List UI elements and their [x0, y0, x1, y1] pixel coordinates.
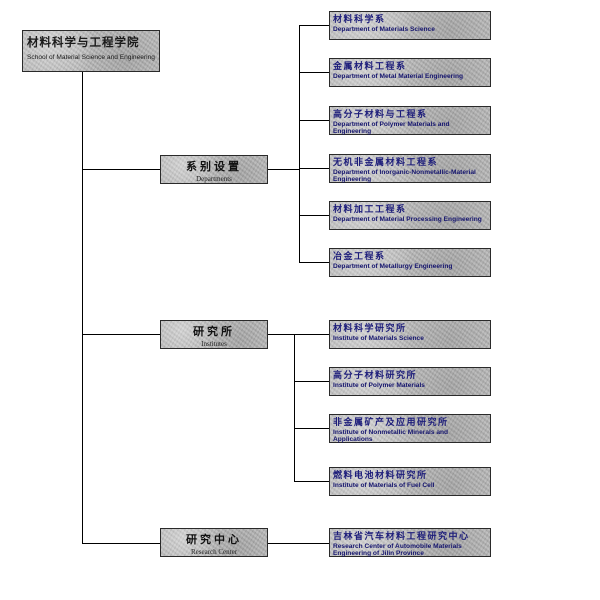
leaf-name-zh: 材料加工工程系 [333, 205, 407, 215]
leaf-name-en: Institute of Nonmetallic Minerals and Ap… [333, 429, 449, 443]
leaf-name-zh: 非金属矿产及应用研究所 [333, 418, 449, 428]
department-metallurgy-box: 冶金工程系 Department of Metallurgy Engineeri… [329, 248, 491, 277]
departments-branch-line [299, 120, 329, 121]
leaf-name-zh: 燃料电池材料研究所 [333, 471, 428, 481]
category-research-center-box: 研究中心 Research Center [160, 528, 268, 557]
institute-fuel-cell-box: 燃料电池材料研究所 Institute of Materials of Fuel… [329, 467, 491, 496]
leaf-name-zh: 无机非金属材料工程系 [333, 158, 439, 168]
leaf-name-zh: 材料科学系 [333, 15, 386, 25]
leaf-name-zh: 高分子材料研究所 [333, 371, 418, 381]
category-institutes-zh: 研究所 [193, 325, 235, 338]
institutes-branch-line [294, 381, 329, 382]
department-polymer-materials-box: 高分子材料与工程系 Department of Polymer Material… [329, 106, 491, 135]
institute-nonmetallic-minerals-box: 非金属矿产及应用研究所 Institute of Nonmetallic Min… [329, 414, 491, 443]
institutes-trunk-line [294, 334, 295, 481]
school-root-box: 材料科学与工程学院 School of Material Science and… [22, 30, 160, 72]
root-trunk-line [82, 72, 83, 544]
category-departments-box: 系别设置 Departments [160, 155, 268, 184]
departments-trunk-line [299, 25, 300, 263]
department-inorganic-nonmetallic-box: 无机非金属材料工程系 Department of Inorganic-Nonme… [329, 154, 491, 183]
department-material-processing-box: 材料加工工程系 Department of Material Processin… [329, 201, 491, 230]
institutes-branch-line [294, 428, 329, 429]
leaf-name-zh: 冶金工程系 [333, 252, 386, 262]
school-name-en: School of Material Science and Engineeri… [27, 54, 155, 61]
category-departments-zh: 系别设置 [186, 160, 242, 173]
leaf-name-en: Department of Metal Material Engineering [333, 73, 464, 80]
category-research-center-en: Research Center [190, 548, 238, 556]
leaf-name-en: Department of Materials Science [333, 26, 435, 33]
institutes-branch-line [294, 481, 329, 482]
school-name-zh: 材料科学与工程学院 [27, 35, 140, 49]
leaf-name-zh: 材料科学研究所 [333, 324, 407, 334]
connector-research-center [268, 543, 329, 544]
leaf-name-en: Institute of Materials of Fuel Cell [333, 482, 435, 489]
connector-root-institutes [82, 334, 160, 335]
leaf-name-en: Department of Polymer Materials and Engi… [333, 121, 450, 135]
institute-polymer-materials-box: 高分子材料研究所 Institute of Polymer Materials [329, 367, 491, 396]
departments-branch-line [299, 262, 329, 263]
leaf-name-en: Department of Material Processing Engine… [333, 216, 482, 223]
connector-root-research-center [82, 543, 160, 544]
department-materials-science-box: 材料科学系 Department of Materials Science [329, 11, 491, 40]
connector-root-departments [82, 169, 160, 170]
leaf-name-en: Research Center of Automobile Materials … [333, 543, 462, 557]
research-center-automobile-materials-box: 吉林省汽车材料工程研究中心 Research Center of Automob… [329, 528, 491, 557]
departments-branch-line [299, 215, 329, 216]
category-research-center-zh: 研究中心 [186, 533, 242, 546]
department-metal-material-engineering-box: 金属材料工程系 Department of Metal Material Eng… [329, 58, 491, 87]
category-departments-en: Departments [196, 175, 232, 183]
leaf-name-zh: 吉林省汽车材料工程研究中心 [333, 532, 470, 542]
leaf-name-en: Institute of Polymer Materials [333, 382, 425, 389]
institute-materials-science-box: 材料科学研究所 Institute of Materials Science [329, 320, 491, 349]
departments-branch-line [299, 72, 329, 73]
leaf-name-en: Institute of Materials Science [333, 335, 424, 342]
leaf-name-zh: 高分子材料与工程系 [333, 110, 428, 120]
category-institutes-box: 研究所 Institutes [160, 320, 268, 349]
leaf-name-zh: 金属材料工程系 [333, 62, 407, 72]
leaf-name-en: Department of Inorganic-Nonmetallic-Mate… [333, 169, 476, 183]
departments-branch-line [299, 168, 329, 169]
leaf-name-en: Department of Metallurgy Engineering [333, 263, 453, 270]
connector-departments [268, 169, 299, 170]
departments-branch-line [299, 25, 329, 26]
category-institutes-en: Institutes [201, 340, 227, 348]
connector-institutes [268, 334, 329, 335]
